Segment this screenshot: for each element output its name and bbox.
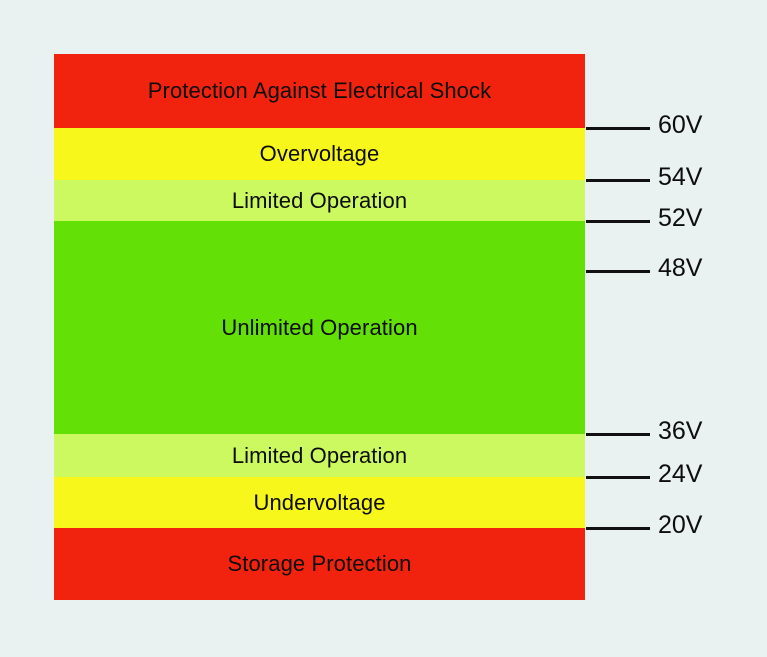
tick-line (586, 432, 650, 436)
band-storage-protection: Storage Protection (54, 528, 585, 600)
tick-label: 24V (658, 460, 703, 488)
tick-label: 52V (658, 204, 703, 232)
band-unlimited-operation: Unlimited Operation (54, 221, 585, 434)
tick-label: 60V (658, 111, 703, 139)
tick-line (586, 475, 650, 479)
stacked-voltage-bar: Protection Against Electrical Shock Over… (54, 54, 585, 600)
band-label: Protection Against Electrical Shock (147, 78, 492, 103)
tick-label: 36V (658, 417, 703, 445)
band-undervoltage: Undervoltage (54, 477, 585, 528)
tick-line (586, 526, 650, 530)
tick-label: 20V (658, 511, 703, 539)
tick-label: 54V (658, 163, 703, 191)
tick-line (586, 126, 650, 130)
band-label: Undervoltage (253, 489, 386, 515)
band-limited-operation-upper: Limited Operation (54, 180, 585, 221)
tick-line (586, 178, 650, 182)
tick-label: 48V (658, 254, 703, 282)
band-label: Unlimited Operation (221, 314, 418, 340)
band-overvoltage: Overvoltage (54, 128, 585, 180)
band-label: Limited Operation (231, 187, 408, 213)
band-protection-against-electrical-shock: Protection Against Electrical Shock (54, 54, 585, 128)
band-label: Overvoltage (259, 141, 380, 166)
tick-line (586, 269, 650, 273)
tick-line (586, 219, 650, 223)
band-label: Limited Operation (231, 442, 408, 468)
band-label: Storage Protection (227, 551, 412, 576)
band-limited-operation-lower: Limited Operation (54, 434, 585, 477)
